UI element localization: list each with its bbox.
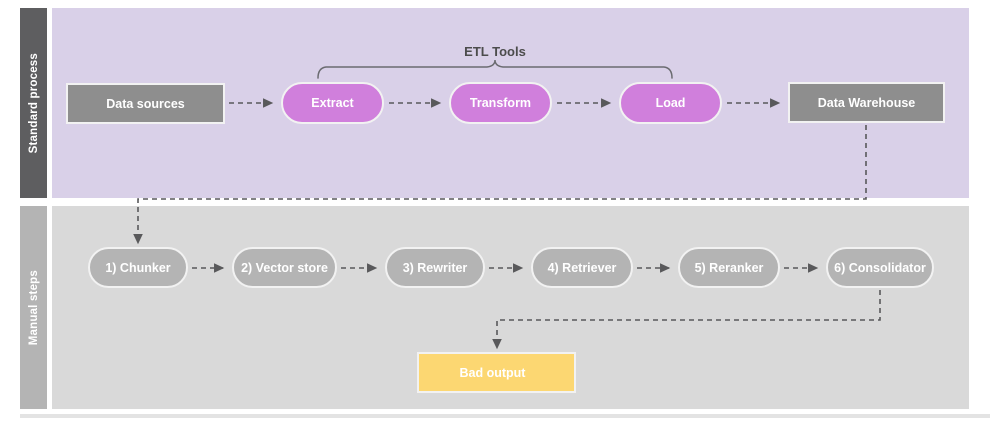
node-transform[interactable]: Transform (449, 82, 552, 124)
node-reranker[interactable]: 5) Reranker (678, 247, 780, 288)
node-chunker-label: 1) Chunker (105, 260, 171, 275)
node-rewriter[interactable]: 3) Rewriter (385, 247, 485, 288)
node-reranker-label: 5) Reranker (694, 260, 764, 275)
node-data-sources[interactable]: Data sources (66, 83, 225, 124)
node-vector-store[interactable]: 2) Vector store (232, 247, 337, 288)
node-bad-output[interactable]: Bad output (417, 352, 576, 393)
node-transform-label: Transform (469, 96, 532, 110)
node-chunker[interactable]: 1) Chunker (88, 247, 188, 288)
node-retriever[interactable]: 4) Retriever (531, 247, 633, 288)
node-load-label: Load (655, 96, 686, 110)
node-load[interactable]: Load (619, 82, 722, 124)
node-extract-label: Extract (311, 96, 354, 110)
node-consolidator-label: 6) Consolidator (834, 260, 926, 275)
lane-label-manual-steps: Manual steps (20, 206, 47, 409)
lane-label-manual-steps-text: Manual steps (27, 269, 40, 346)
lane-label-standard-process: Standard process (20, 8, 47, 198)
node-rewriter-label: 3) Rewriter (402, 260, 468, 275)
footer-divider (20, 414, 990, 418)
lane-label-standard-process-text: Standard process (27, 52, 40, 154)
node-vector-store-label: 2) Vector store (241, 260, 328, 275)
node-consolidator[interactable]: 6) Consolidator (826, 247, 934, 288)
etl-tools-label: ETL Tools (464, 44, 526, 59)
node-extract[interactable]: Extract (281, 82, 384, 124)
node-bad-output-label: Bad output (459, 365, 526, 380)
node-data-warehouse[interactable]: Data Warehouse (788, 82, 945, 123)
node-data-sources-label: Data sources (106, 96, 185, 111)
node-retriever-label: 4) Retriever (547, 260, 617, 275)
node-data-warehouse-label: Data Warehouse (817, 95, 916, 110)
